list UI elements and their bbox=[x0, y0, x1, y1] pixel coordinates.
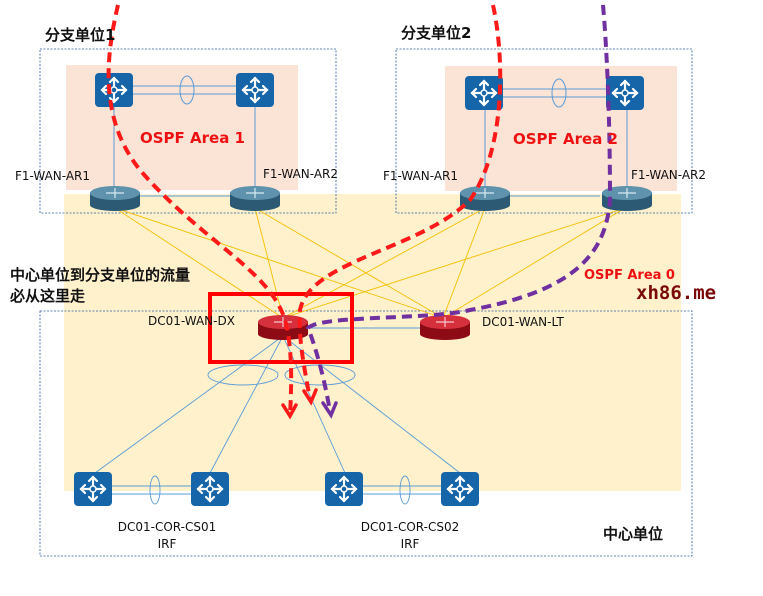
core-switch-cs01-a bbox=[72, 470, 114, 508]
center-title: 中心单位 bbox=[603, 525, 663, 543]
branch1-router-ar2-label: F1-WAN-AR2 bbox=[263, 167, 338, 181]
area1-label: OSPF Area 1 bbox=[140, 129, 245, 147]
center-boundary bbox=[39, 310, 693, 557]
branch1-router-ar2 bbox=[229, 185, 281, 212]
annotation-line-1: 中心单位到分支单位的流量 bbox=[10, 266, 190, 284]
core-switch-cs01-b bbox=[189, 470, 231, 508]
traffic-path-purple bbox=[305, 4, 613, 413]
branch1-switch-2 bbox=[234, 71, 276, 109]
traffic-path-branch1 bbox=[106, 4, 294, 416]
arrowhead-red-2 bbox=[302, 388, 318, 406]
core-switch-cs02-b bbox=[439, 470, 481, 508]
watermark: xh86.me bbox=[636, 282, 716, 304]
area0-background bbox=[64, 194, 681, 491]
center-links bbox=[94, 327, 461, 505]
core-switch-cs02-a bbox=[323, 470, 365, 508]
branch1-title: 分支单位1 bbox=[45, 26, 115, 44]
branch1-router-ar1 bbox=[89, 185, 141, 212]
area2-label: OSPF Area 2 bbox=[513, 130, 618, 148]
wan-router-lt-label: DC01-WAN-LT bbox=[482, 315, 564, 329]
branch2-boundary bbox=[395, 48, 693, 214]
branch2-router-ar1-label: F1-WAN-AR1 bbox=[383, 169, 458, 183]
branch2-links bbox=[484, 78, 628, 197]
annotation-line-2: 必从这里走 bbox=[9, 287, 85, 305]
area0-label: OSPF Area 0 bbox=[584, 268, 675, 283]
arrowhead-purple bbox=[321, 401, 338, 419]
branch2-router-ar1 bbox=[459, 185, 511, 212]
core-group-1-name: DC01-COR-CS01 bbox=[118, 520, 217, 534]
wan-router-dx-label: DC01-WAN-DX bbox=[148, 314, 235, 328]
branch1-router-ar1-label: F1-WAN-AR1 bbox=[15, 169, 90, 183]
traffic-path-branch2 bbox=[297, 4, 503, 401]
branch1-boundary bbox=[39, 48, 337, 214]
branch2-switch-2 bbox=[604, 74, 646, 112]
branch1-switch-1 bbox=[93, 71, 135, 109]
core-group-2-name: DC01-COR-CS02 bbox=[361, 520, 460, 534]
branch1-links bbox=[113, 75, 256, 197]
core-group-2-type: IRF bbox=[401, 537, 420, 551]
arrowhead-red-1 bbox=[281, 403, 298, 420]
core-group-1-type: IRF bbox=[158, 537, 177, 551]
highlight-box bbox=[208, 292, 354, 364]
wan-router-lt bbox=[419, 314, 471, 341]
branch2-title: 分支单位2 bbox=[401, 24, 471, 42]
branch2-router-ar2-label: F1-WAN-AR2 bbox=[631, 168, 706, 182]
